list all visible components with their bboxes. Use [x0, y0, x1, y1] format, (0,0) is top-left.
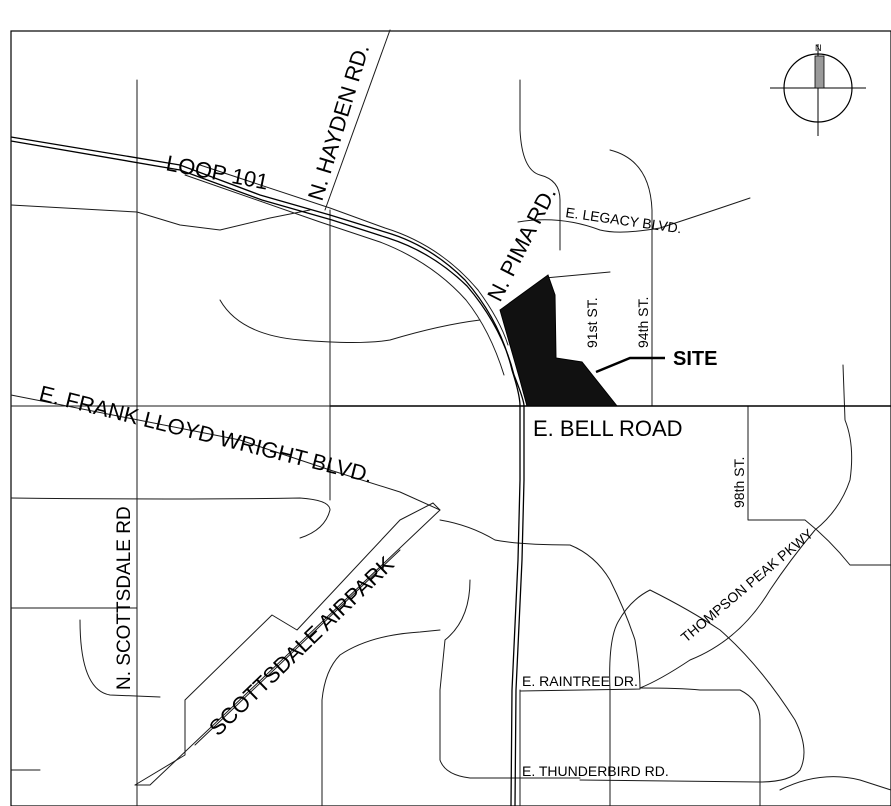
major-roads	[10, 29, 891, 511]
label-site: SITE	[673, 348, 717, 370]
map-frame	[10, 30, 891, 806]
label-thunderbird-rd: E. THUNDERBIRD RD.	[522, 763, 669, 779]
label-hayden-rd: N. HAYDEN RD.	[303, 41, 374, 203]
minor-roads	[10, 79, 891, 806]
label-frank-lloyd-wright-blvd: E. FRANK LLOYD WRIGHT BLVD.	[37, 381, 376, 488]
scottsdale-airpark	[134, 502, 441, 786]
site-parcel	[499, 274, 619, 407]
label-scottsdale-rd: N. SCOTTSDALE RD	[114, 506, 135, 690]
label-raintree-dr: E. RAINTREE DR.	[522, 673, 638, 689]
label-98th-st: 98th ST.	[731, 457, 747, 508]
label-scottsdale-airpark: SCOTTSDALE AIRPARK	[204, 551, 399, 740]
site-leader-line	[595, 356, 665, 374]
label-94th-st: 94th ST.	[635, 297, 651, 348]
label-legacy-blvd: E. LEGACY BLVD.	[565, 204, 683, 236]
loop-101-freeway	[10, 136, 525, 806]
north-label: N	[815, 43, 822, 53]
label-bell-road: E. BELL ROAD	[533, 416, 683, 441]
label-loop-101: LOOP 101	[164, 150, 270, 194]
label-91st-st: 91st ST.	[584, 297, 600, 348]
label-thompson-peak-pkwy: THOMPSON PEAK PKWY	[678, 525, 817, 645]
north-arrow: N	[770, 43, 866, 136]
